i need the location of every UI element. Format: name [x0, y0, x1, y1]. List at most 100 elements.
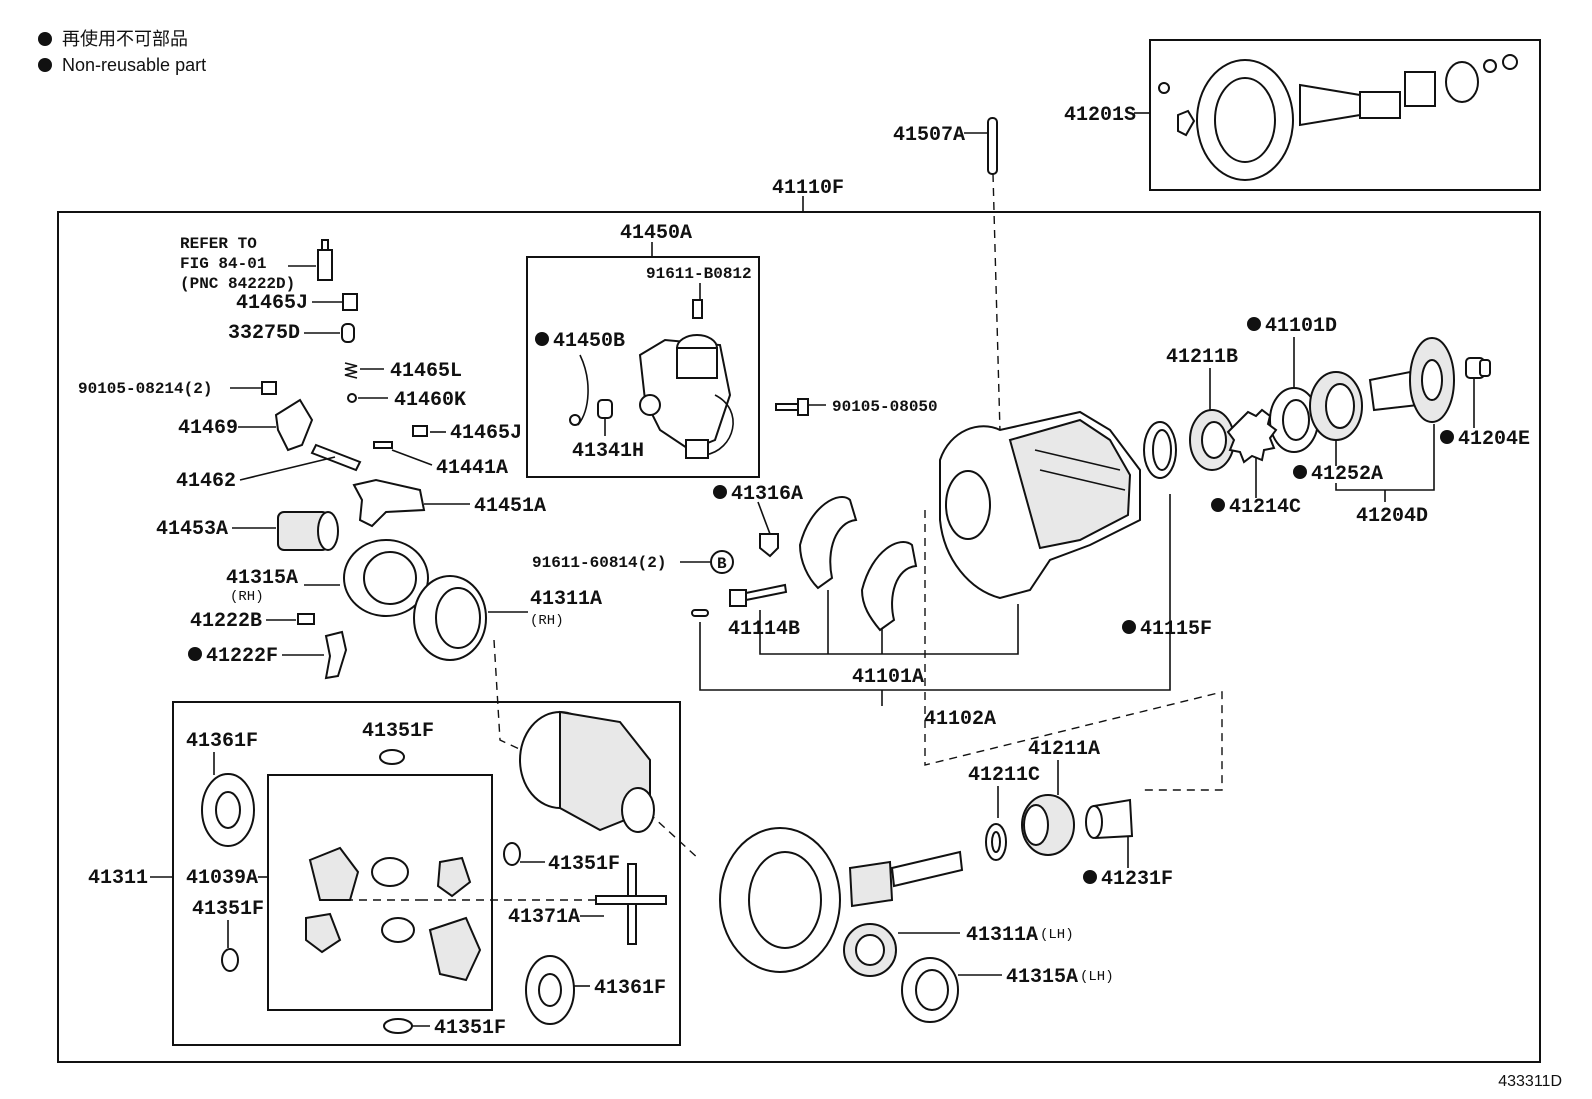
lock-plate-41222F-part [324, 630, 348, 680]
spider-41371A-part [595, 863, 667, 945]
seal-41101D-part [1269, 387, 1319, 453]
label-91611-60814: 91611-60814(2) [532, 554, 666, 572]
spring-41465L-part [344, 362, 358, 379]
lock-41316A-part [759, 533, 779, 558]
bolt-41114B-part [729, 583, 788, 607]
label-41507A: 41507A [893, 124, 965, 147]
label-41114B: 41114B [728, 618, 800, 641]
label-41315A-rh-side: (RH) [230, 589, 264, 605]
label-41450A: 41450A [620, 222, 692, 245]
label-41462: 41462 [176, 470, 236, 493]
label-41315A-lh: 41315A [1006, 966, 1078, 989]
label-41351F-bottom: 41351F [434, 1017, 506, 1040]
label-41231F: 41231F [1101, 868, 1173, 891]
label-41222F: 41222F [206, 645, 278, 668]
ring-pinion-kit-frame [1149, 39, 1541, 191]
cup-41315A-lh-part [901, 957, 959, 1023]
washer-41361F-top-part [201, 773, 255, 847]
case-kit-frame [172, 701, 681, 1046]
leader-41102A-bracket [699, 494, 1171, 691]
non-reusable-dot-icon [188, 647, 202, 661]
label-41311A-lh: 41311A [966, 924, 1038, 947]
bearing-41211A-part [1021, 794, 1075, 856]
dash-carrier-pinion [924, 510, 1223, 791]
label-41311A-rh: 41311A [530, 588, 602, 611]
ring-pinion-illustration [1158, 54, 1518, 181]
label-41453A: 41453A [156, 518, 228, 541]
nut-41204E-part [1465, 357, 1491, 379]
washer-41361F-bottom-part [525, 955, 575, 1025]
legend-row-jp: 再使用不可部品 [38, 26, 206, 52]
ball-41460K-part [347, 393, 357, 403]
bearing-cap-41101A-part [798, 496, 918, 632]
label-41110F: 41110F [772, 177, 844, 200]
bolt-90105-08214-part [261, 381, 277, 395]
label-41315A-lh-side: (LH) [1080, 969, 1114, 985]
label-41222B: 41222B [190, 610, 262, 633]
label-41469: 41469 [178, 417, 238, 440]
bearing-41311A-lh-part [843, 923, 897, 977]
washer-41351F-mid-part [503, 842, 521, 866]
label-41201S: 41201S [1064, 104, 1136, 127]
spacer-41211C-part [985, 823, 1007, 861]
washer-41351F-bottom-part [383, 1018, 413, 1034]
pin-91611-part [691, 609, 709, 617]
label-41465L: 41465L [390, 360, 462, 383]
gear-kit-frame [267, 774, 493, 1011]
label-41351F-mid: 41351F [548, 853, 620, 876]
switch-sensor-illustration [317, 239, 333, 281]
washer-41351F-top-part [379, 749, 405, 765]
label-refer-pnc: (PNC 84222D) [180, 275, 295, 293]
label-41211C: 41211C [968, 764, 1040, 787]
non-reusable-dot-icon [1440, 430, 1454, 444]
legend-text-en: Non-reusable part [62, 55, 207, 75]
legend: 再使用不可部品 Non-reusable part [38, 26, 206, 78]
non-reusable-dot-icon [1211, 498, 1225, 512]
non-reusable-dot-icon [38, 32, 52, 46]
oring-41450B-part [577, 354, 589, 426]
bearing-cup-41315A-rh-part [343, 539, 429, 617]
bolt-41222B-part [297, 613, 315, 625]
sleeve-41453A-part [277, 511, 339, 551]
figure-id: 433311D [1498, 1073, 1562, 1090]
plug-41465J-part [342, 293, 358, 311]
dash-case-ring [493, 639, 701, 861]
label-91611-B0812: 91611-B0812 [646, 265, 752, 283]
plate-41469-part [274, 398, 314, 452]
bearing-41211B-part [1189, 409, 1235, 471]
label-b-mark: B [717, 555, 727, 573]
label-41204E: 41204E [1458, 428, 1530, 451]
rod-41462-part [310, 443, 362, 472]
actuator-illustration [638, 299, 734, 459]
label-41371A: 41371A [508, 906, 580, 929]
label-41351F-top: 41351F [362, 720, 434, 743]
label-90105-08214: 90105-08214(2) [78, 380, 212, 398]
flange-41204D-part [1368, 337, 1455, 423]
carrier-housing-illustration [939, 410, 1141, 600]
fork-41451A-part [352, 478, 426, 528]
label-41450B: 41450B [553, 330, 625, 353]
label-41102A: 41102A [924, 708, 996, 731]
legend-row-en: Non-reusable part [38, 52, 206, 78]
label-41311A-rh-side: (RH) [530, 613, 564, 629]
leader-41462 [239, 456, 336, 481]
non-reusable-dot-icon [713, 485, 727, 499]
label-41101A: 41101A [852, 666, 924, 689]
label-41465J-top: 41465J [236, 292, 308, 315]
carrier-assembly-frame [57, 211, 1541, 1063]
gasket-33275D-part [341, 323, 355, 343]
pin-41507A-part [987, 117, 998, 175]
label-41115F: 41115F [1140, 618, 1212, 641]
side-gears-illustration [305, 846, 600, 982]
leader-41101A-bracket [759, 604, 1019, 655]
label-41441A: 41441A [436, 457, 508, 480]
washer-41351F-left-part [221, 948, 239, 972]
label-41211B: 41211B [1166, 346, 1238, 369]
label-41465J-b: 41465J [450, 422, 522, 445]
label-41214C: 41214C [1229, 496, 1301, 519]
label-41311A-lh-side: (LH) [1040, 927, 1074, 943]
label-41451A: 41451A [474, 495, 546, 518]
plug-41465J-b-part [412, 425, 428, 437]
label-41341H: 41341H [572, 440, 644, 463]
